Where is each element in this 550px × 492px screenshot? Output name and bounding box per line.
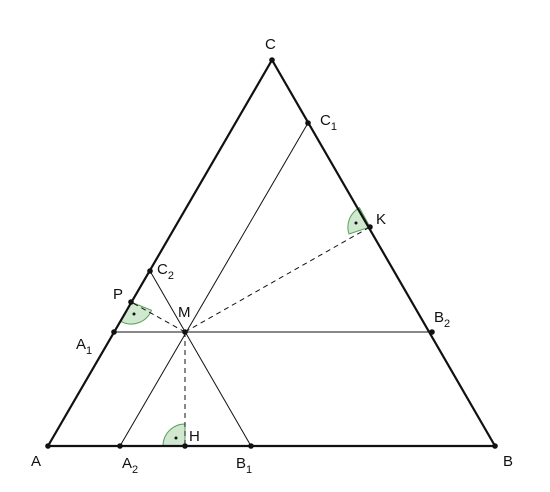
label-m: M: [178, 304, 191, 321]
point-c1: [305, 120, 311, 126]
label-b1-sub: 1: [246, 464, 252, 476]
label-a1: A1: [76, 336, 92, 357]
point-c: [269, 57, 275, 63]
point-m: [182, 329, 188, 335]
label-b: B: [503, 453, 513, 470]
perpendicular-m-p: [130, 301, 186, 333]
label-c1: C1: [320, 112, 337, 133]
point-c2: [147, 268, 153, 274]
label-b1-main: B: [236, 455, 246, 472]
right-angle-marker-k: [347, 207, 371, 235]
line-c2-b1: [149, 270, 252, 447]
label-a2-main: A: [122, 455, 132, 472]
label-a1-main: A: [76, 336, 86, 353]
point-a1: [111, 329, 117, 335]
label-c2: C2: [157, 261, 174, 282]
label-c2-sub: 2: [168, 270, 174, 282]
point-a2: [117, 443, 123, 449]
label-a1-sub: 1: [86, 345, 92, 357]
label-a: A: [31, 453, 41, 470]
right-angle-marker-h: [162, 423, 186, 447]
right-angle-dot-h: [174, 436, 178, 440]
point-k: [367, 224, 373, 230]
label-a2-sub: 2: [132, 464, 138, 476]
point-b2: [429, 329, 435, 335]
label-k: K: [376, 211, 386, 228]
label-b2-main: B: [434, 309, 444, 326]
right-angle-dot-k: [354, 221, 358, 225]
label-a2: A2: [122, 455, 138, 476]
point-b1: [248, 443, 254, 449]
line-a2-c1: [119, 122, 309, 447]
point-b: [492, 443, 498, 449]
right-angle-dot-p: [132, 312, 136, 316]
label-c1-main: C: [320, 112, 331, 129]
triangle-abc: [46, 57, 497, 448]
point-h: [182, 443, 188, 449]
label-b2: B2: [434, 309, 450, 330]
label-h: H: [189, 428, 200, 445]
label-c2-main: C: [157, 261, 168, 278]
label-b2-sub: 2: [444, 318, 450, 330]
label-p: P: [113, 286, 123, 303]
point-p: [128, 299, 134, 305]
label-b1: B1: [236, 455, 252, 476]
point-a: [45, 443, 51, 449]
perpendicular-m-k: [184, 226, 371, 333]
label-c: C: [265, 36, 276, 53]
label-c1-sub: 1: [331, 121, 337, 133]
